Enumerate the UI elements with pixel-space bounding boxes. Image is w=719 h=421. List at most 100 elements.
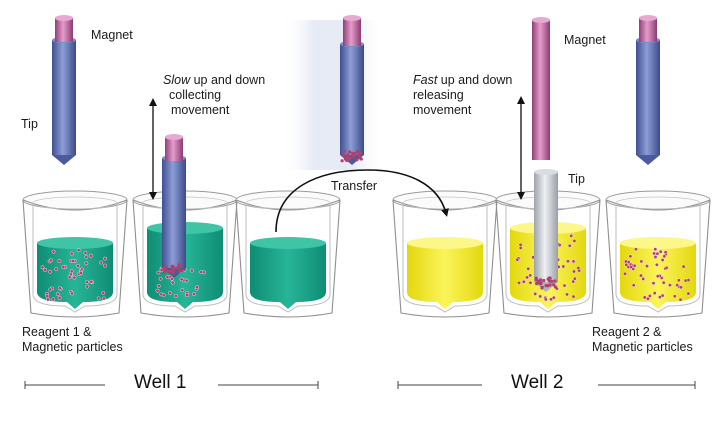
magnet-right bbox=[532, 17, 550, 160]
well-yellow-empty bbox=[392, 190, 498, 318]
rods-group bbox=[52, 15, 660, 292]
particle bbox=[166, 269, 170, 273]
reagent2-line1: Reagent 2 & bbox=[592, 325, 662, 339]
particle bbox=[72, 275, 77, 280]
slow-movement-label: Slow up and down collecting movement bbox=[163, 73, 265, 118]
fast-line1-rest: up and down bbox=[437, 73, 513, 87]
liquid-surface bbox=[407, 237, 483, 249]
particle bbox=[173, 293, 178, 298]
particle bbox=[553, 285, 558, 289]
particle bbox=[161, 293, 166, 297]
particle bbox=[348, 150, 352, 154]
particle bbox=[518, 245, 523, 250]
particle bbox=[40, 265, 45, 270]
particle bbox=[189, 268, 194, 273]
rod-collecting bbox=[162, 134, 186, 278]
outer-cup bbox=[22, 199, 128, 318]
particle bbox=[517, 280, 521, 285]
particle bbox=[648, 294, 652, 298]
magnet-rod bbox=[532, 20, 550, 160]
particle bbox=[662, 254, 667, 259]
particle bbox=[546, 284, 550, 288]
particle bbox=[158, 276, 163, 281]
particle bbox=[89, 253, 93, 258]
particle bbox=[676, 278, 681, 283]
well-rim-front bbox=[22, 199, 128, 211]
reagent1-label: Reagent 1 & Magnetic particles bbox=[22, 325, 123, 355]
well2-range-bar bbox=[397, 381, 696, 389]
particle bbox=[629, 265, 633, 269]
fast-movement-arrow bbox=[517, 96, 525, 200]
outer-cup bbox=[132, 199, 238, 318]
particle bbox=[681, 264, 686, 269]
slow-movement-arrow bbox=[149, 98, 157, 200]
particle bbox=[566, 259, 570, 264]
particle bbox=[358, 156, 362, 160]
tip-sleeve bbox=[636, 40, 660, 155]
particle bbox=[84, 261, 89, 266]
fast-line2: releasing bbox=[413, 88, 464, 102]
particle bbox=[170, 276, 174, 281]
particle bbox=[655, 251, 660, 256]
particle bbox=[51, 297, 56, 302]
particle bbox=[165, 275, 170, 279]
particle bbox=[572, 276, 577, 281]
particle bbox=[343, 149, 347, 153]
particle bbox=[525, 275, 529, 280]
tip-sleeve bbox=[162, 158, 186, 268]
particle bbox=[660, 258, 665, 262]
particle bbox=[658, 249, 663, 254]
reagent2-label: Reagent 2 & Magnetic particles bbox=[592, 325, 693, 355]
particle bbox=[346, 153, 350, 157]
transfer-arrow bbox=[275, 169, 449, 233]
tip-releasing bbox=[534, 169, 558, 292]
inner-tube bbox=[245, 204, 331, 313]
rod-transfer bbox=[340, 15, 364, 165]
particle bbox=[539, 278, 543, 282]
particle bbox=[553, 279, 557, 283]
particle bbox=[655, 262, 659, 267]
particle bbox=[533, 291, 538, 296]
particle bbox=[557, 243, 562, 248]
particle bbox=[159, 268, 164, 272]
inner-tube bbox=[142, 204, 228, 313]
particle bbox=[561, 264, 566, 269]
magnet-rod bbox=[343, 18, 361, 46]
particle bbox=[54, 267, 59, 271]
magnet-top bbox=[55, 15, 73, 21]
inner-tube bbox=[505, 204, 591, 313]
particle bbox=[678, 297, 683, 302]
well1-range-bar bbox=[24, 381, 319, 389]
particle bbox=[653, 247, 658, 252]
inner-tube bbox=[32, 204, 118, 313]
particle bbox=[661, 280, 666, 285]
well1-label: Well 1 bbox=[134, 372, 187, 393]
particle bbox=[576, 266, 581, 270]
particle bbox=[521, 279, 526, 284]
particle bbox=[89, 279, 94, 284]
particle bbox=[549, 297, 553, 302]
particle bbox=[672, 294, 677, 299]
magnet-rod bbox=[639, 18, 657, 42]
magnet-label-right: Magnet bbox=[564, 33, 606, 47]
particle bbox=[342, 153, 346, 158]
particle bbox=[55, 292, 60, 296]
particle bbox=[49, 258, 53, 263]
particle bbox=[668, 283, 672, 287]
well-empty-green bbox=[235, 190, 341, 318]
particle bbox=[355, 158, 359, 162]
outer-cup bbox=[605, 199, 711, 318]
particle bbox=[357, 150, 361, 154]
slow-line1-rest: up and down bbox=[190, 73, 266, 87]
particle bbox=[548, 276, 552, 280]
tip-label-left: Tip bbox=[21, 117, 38, 131]
well-rim-front bbox=[235, 199, 341, 211]
particle bbox=[652, 251, 656, 256]
particle bbox=[85, 280, 89, 284]
particle bbox=[199, 270, 204, 274]
particle bbox=[163, 267, 167, 271]
inner-rim bbox=[615, 196, 701, 210]
particle bbox=[179, 277, 184, 282]
particle bbox=[70, 291, 75, 296]
